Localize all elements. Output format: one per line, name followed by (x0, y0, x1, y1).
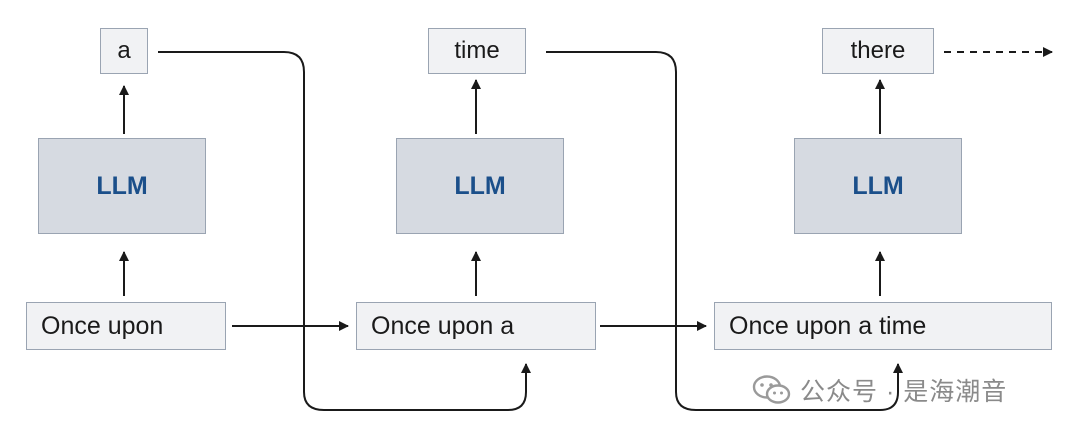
llm-block-3: LLM (794, 138, 962, 234)
output-token-1: a (100, 28, 148, 74)
output-token-3: there (822, 28, 934, 74)
feedback-loop-1 (158, 51, 531, 411)
output-token-2: time (428, 28, 526, 74)
input-sequence-2: Once upon a (356, 302, 596, 350)
input-sequence-3: Once upon a time (714, 302, 1052, 350)
feedback-loop-2 (546, 51, 903, 411)
llm-block-2: LLM (396, 138, 564, 234)
wechat-icon (752, 375, 791, 404)
input-sequence-1: Once upon (26, 302, 226, 350)
watermark: 公众号 · 是海潮音 (752, 370, 1007, 410)
watermark-text: 公众号 · 是海潮音 (800, 378, 1008, 406)
llm-block-1: LLM (38, 138, 206, 234)
